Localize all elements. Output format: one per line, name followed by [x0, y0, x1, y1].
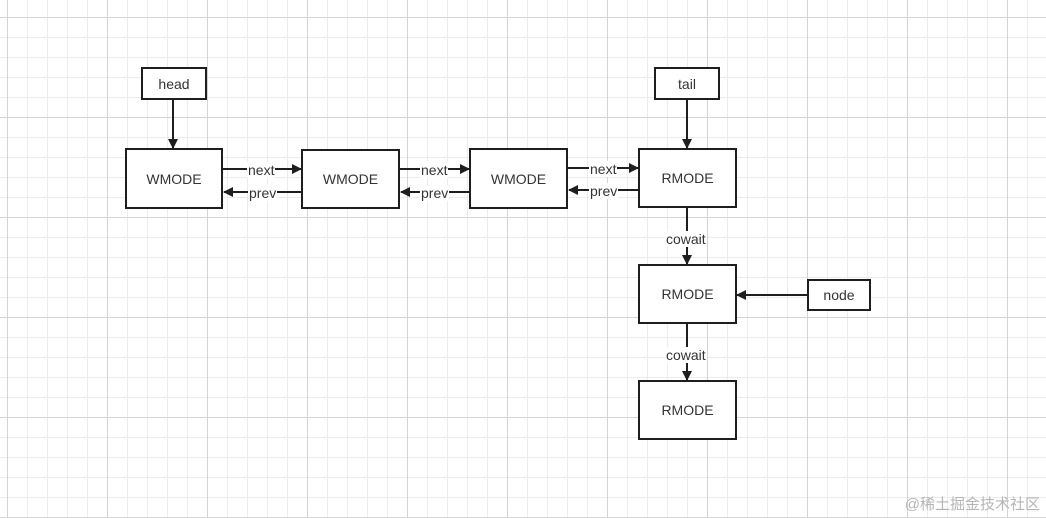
cowait-node-2: RMODE [638, 380, 737, 440]
queue-node-label: RMODE [661, 170, 714, 186]
queue-node-2: WMODE [301, 149, 400, 209]
node-label: node [823, 287, 855, 303]
head-pointer-box: head [141, 67, 207, 100]
prev-label-3: prev [589, 183, 619, 199]
tail-label: tail [678, 75, 696, 92]
queue-node-3: WMODE [469, 148, 568, 209]
cowait-node-label: RMODE [661, 402, 714, 418]
watermark: @稀土掘金技术社区 [904, 496, 1040, 513]
prev-label-1: prev [248, 185, 278, 201]
queue-node-label: WMODE [146, 170, 202, 187]
cowait-label-1: cowait [665, 231, 707, 247]
next-label-1: next [247, 162, 276, 178]
queue-node-label: WMODE [322, 171, 379, 187]
node-pointer-box: node [807, 279, 871, 311]
cowait-node-label: RMODE [661, 286, 714, 302]
next-label-2: next [420, 162, 449, 178]
cowait-node-1: RMODE [638, 264, 737, 324]
tail-pointer-box: tail [654, 67, 720, 100]
next-label-3: next [589, 161, 618, 177]
head-label: head [158, 75, 190, 92]
queue-node-label: WMODE [490, 170, 547, 187]
cowait-label-2: cowait [665, 347, 707, 363]
queue-node-1: WMODE [125, 148, 223, 209]
queue-node-4: RMODE [638, 148, 737, 208]
prev-label-2: prev [420, 185, 450, 201]
